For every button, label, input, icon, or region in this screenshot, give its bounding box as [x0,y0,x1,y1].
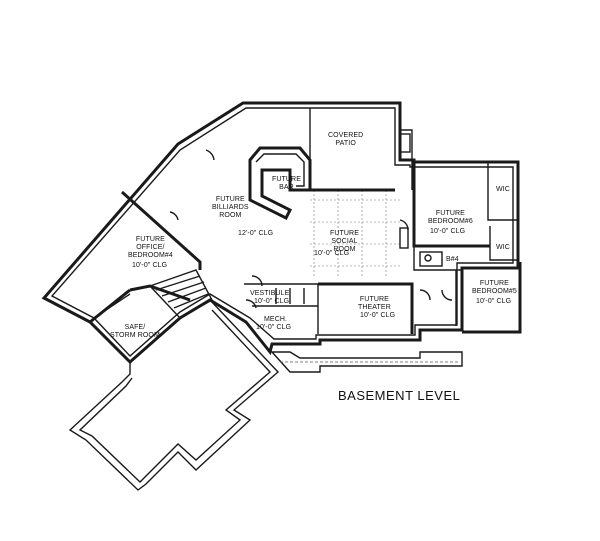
outer-wall-inner [50,107,514,357]
stairs [148,269,213,319]
wall-theater [318,282,414,334]
sink [424,254,432,262]
label-vestibule: VESTIBULE [250,290,290,297]
wall-wic-bottom [489,226,518,261]
label-bath4: B#4 [446,256,459,263]
dim-social: 10'-0" CLG [314,250,350,257]
label-wic-bottom: WIC [496,244,510,251]
outer-wall [41,101,520,365]
label-bedroom6: FUTURE BEDROOM#6 [428,210,473,225]
dim-billiards: 12'-0" CLG [238,230,274,237]
wall-office [120,190,202,270]
label-theater: FUTURE THEATER [358,296,391,311]
social-room-floor-grid [310,190,400,278]
wall-bedroom5-right [462,262,522,334]
dim-mech: 10'-0" CLG [256,324,292,331]
stair-treads [155,275,209,309]
bar-counter [248,146,312,221]
dim-theater: 10'-0" CLG [360,312,396,319]
bath-fixture [419,251,443,267]
label-mech: MECH. [264,316,288,323]
fireplace [399,227,409,249]
bar-counter-inner [255,153,305,187]
patio-fixture [399,133,411,153]
level-title: BASEMENT LEVEL [338,388,461,403]
dim-bedroom6: 10'-0" CLG [430,228,466,235]
wall-mech-2 [275,288,305,304]
garage-outline-inner [78,309,272,483]
label-safe-room: SAFE/ STORM ROOM [110,324,160,339]
label-covered-patio: COVERED PATIO [328,132,364,147]
wall-wic-top [487,162,518,221]
label-wic-top: WIC [496,186,510,193]
garage-outline [68,299,280,491]
dim-office: 10'-0" CLG [132,262,168,269]
dim-bedroom5: 10'-0" CLG [476,298,512,305]
wall-patio-col [400,129,413,190]
wall-bath4 [413,246,462,271]
label-social: FUTURE SOCIAL ROOM [330,230,359,253]
foundation-band [270,351,463,373]
label-bedroom5: FUTURE BEDROOM#5 [472,280,517,295]
label-future-bar: FUTURE BAR [272,176,301,191]
wall-safe-2 [93,293,131,319]
label-office: FUTURE OFFICE/ BEDROOM#4 [128,236,173,259]
dim-vestibule: 10'-0" CLG [254,298,290,305]
label-billiards: FUTURE BILLIARDS ROOM [212,196,249,219]
